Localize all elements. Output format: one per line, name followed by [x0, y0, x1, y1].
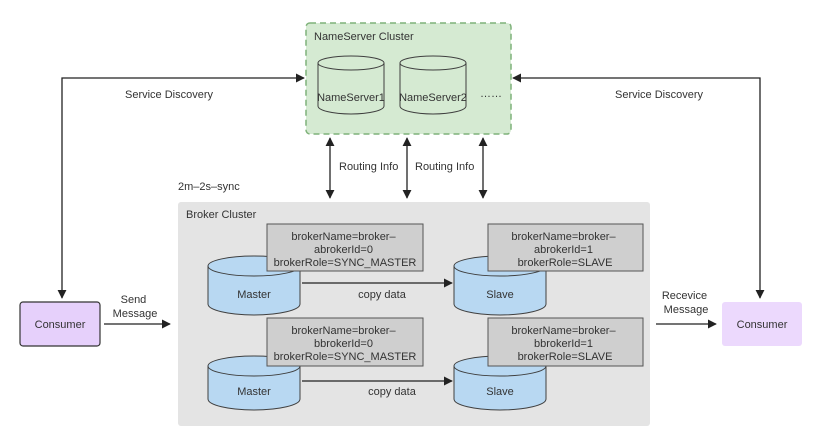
- broker-info-master-a: brokerName=broker– abrokerId=0 brokerRol…: [266, 223, 424, 272]
- consumer-label: Consumer: [35, 319, 86, 331]
- broker-cluster-title: Broker Cluster: [186, 209, 257, 221]
- svg-text:brokerName=broker– bbr: brokerName=broker– bbrokerId=0 brokerRol…: [274, 325, 417, 363]
- broker-info-master-b: brokerName=broker– bbrokerId=0 brokerRol…: [266, 317, 424, 367]
- broker-info-slave-a: brokerName=broker– abrokerId=1 brokerRol…: [487, 223, 644, 272]
- master-label: Master: [237, 386, 271, 398]
- copy-data-label-a: copy data: [358, 289, 407, 301]
- broker-info-slave-b: brokerName=broker– bbrokerId=1 brokerRol…: [487, 317, 644, 367]
- broker-master-a: Master: [207, 255, 301, 316]
- routing-info-label: Routing Info: [339, 161, 398, 173]
- svg-text:brokerName=broker– abr: brokerName=broker– abrokerId=1 brokerRol…: [511, 231, 618, 269]
- consumer-label: Consumer: [737, 319, 788, 331]
- nameserver-label: NameServer2: [399, 92, 467, 104]
- send-message-label: Send Message: [113, 294, 158, 320]
- nameserver-cluster-title: NameServer Cluster: [314, 31, 414, 43]
- broker-mode-label: 2m–2s–sync: [178, 181, 240, 193]
- routing-info-label: Routing Info: [415, 161, 474, 173]
- service-discovery-link-left: [57, 73, 305, 299]
- slave-label: Slave: [486, 386, 514, 398]
- service-discovery-label-left: Service Discovery: [125, 89, 214, 101]
- master-label: Master: [237, 289, 271, 301]
- service-discovery-link-right: [512, 73, 765, 299]
- nameserver-2: NameServer2: [399, 55, 467, 115]
- nameserver-ellipsis: ……: [480, 88, 502, 100]
- nameserver-1: NameServer1: [317, 55, 385, 115]
- slave-label: Slave: [486, 289, 514, 301]
- receive-message-label: Recevice Message: [662, 290, 710, 316]
- copy-data-label-b: copy data: [368, 386, 417, 398]
- consumer-left: Consumer: [19, 301, 101, 347]
- svg-text:brokerName=broker– bbr: brokerName=broker– bbrokerId=1 brokerRol…: [511, 325, 618, 363]
- nameserver-label: NameServer1: [317, 92, 385, 104]
- svg-text:brokerName=broker– abr: brokerName=broker– abrokerId=0 brokerRol…: [274, 231, 417, 269]
- service-discovery-label-right: Service Discovery: [615, 89, 704, 101]
- consumer-right: Consumer: [722, 302, 802, 346]
